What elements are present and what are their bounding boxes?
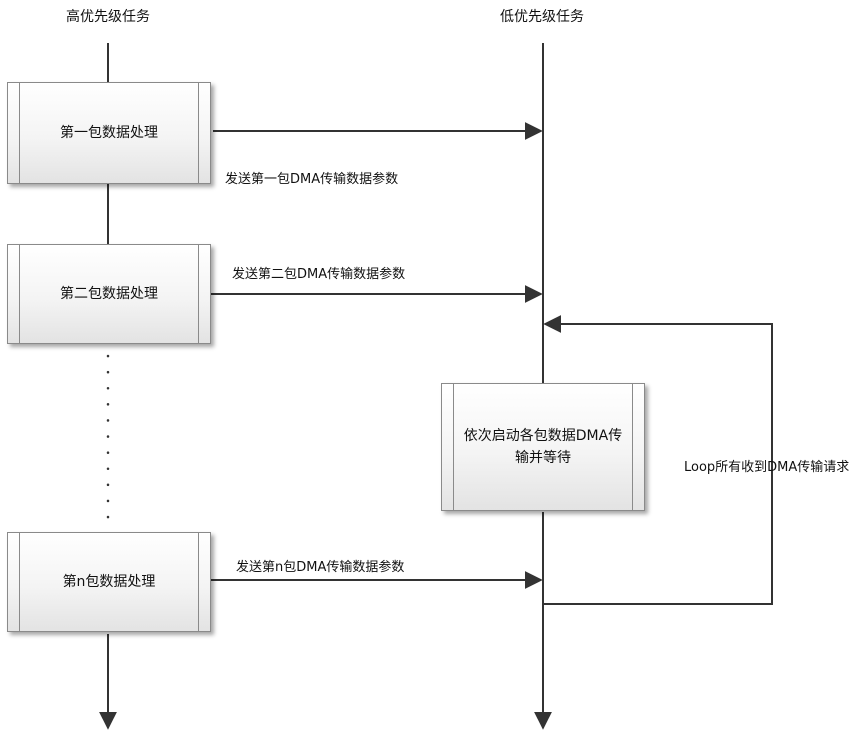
process-dma-transfer: 依次启动各包数据DMA传输并等待 <box>441 383 645 511</box>
message-2-label: 发送第二包DMA传输数据参数 <box>232 263 405 282</box>
process-dma-transfer-label: 依次启动各包数据DMA传输并等待 <box>458 425 628 469</box>
process-packet-2-label: 第二包数据处理 <box>60 283 158 305</box>
process-packet-n: 第n包数据处理 <box>7 532 211 632</box>
message-n-label: 发送第n包DMA传输数据参数 <box>236 556 404 575</box>
process-packet-1-label: 第一包数据处理 <box>60 122 158 144</box>
process-packet-1: 第一包数据处理 <box>7 82 211 184</box>
message-1-label: 发送第一包DMA传输数据参数 <box>225 168 398 187</box>
loop-label: Loop所有收到DMA传输请求 <box>684 456 849 475</box>
lane-title-high: 高优先级任务 <box>66 6 150 26</box>
process-packet-2: 第二包数据处理 <box>7 244 211 344</box>
lane-title-low: 低优先级任务 <box>500 6 584 26</box>
process-packet-n-label: 第n包数据处理 <box>63 571 156 593</box>
